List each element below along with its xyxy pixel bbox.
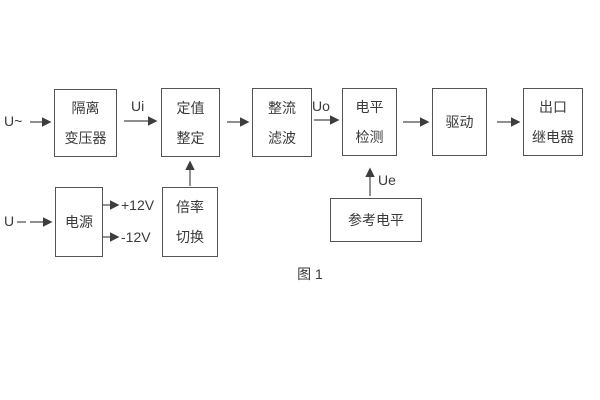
signal-label-udc: U xyxy=(4,213,15,229)
block-output-relay: 出口 继电器 xyxy=(523,88,583,156)
block-reference-level-label: 参考电平 xyxy=(348,212,404,228)
signal-label-ui: Ui xyxy=(131,98,145,114)
block-value-setting: 定值 整定 xyxy=(161,88,220,157)
block-power-supply: 电源 xyxy=(55,187,103,257)
block-value-setting-line2: 整定 xyxy=(176,129,205,146)
block-output-relay-line2: 继电器 xyxy=(532,129,574,145)
signal-label-uo: Uo xyxy=(312,98,330,114)
block-multiplier-switch-line2: 切换 xyxy=(176,229,204,245)
block-multiplier-switch-line1: 倍率 xyxy=(176,199,204,215)
block-isolation-transformer-line1: 隔离 xyxy=(71,100,100,116)
block-drive-label: 驱动 xyxy=(445,114,474,130)
signal-label-minus12v: -12V xyxy=(121,229,151,245)
block-value-setting-line1: 定值 xyxy=(176,99,205,116)
figure-caption: 图 1 xyxy=(297,266,323,282)
block-isolation-transformer: 隔离 变压器 xyxy=(54,89,117,157)
signal-label-uac: U~ xyxy=(4,113,23,129)
block-multiplier-switch: 倍率 切换 xyxy=(162,187,218,257)
block-reference-level: 参考电平 xyxy=(330,198,422,242)
block-drive: 驱动 xyxy=(432,88,487,156)
block-level-detect: 电平 检测 xyxy=(342,88,397,156)
signal-label-plus12v: +12V xyxy=(121,197,155,213)
block-output-relay-line1: 出口 xyxy=(539,99,567,115)
block-power-supply-label: 电源 xyxy=(65,214,93,230)
block-level-detect-line1: 电平 xyxy=(355,99,384,115)
block-rectifier-filter-line2: 滤波 xyxy=(268,129,296,146)
block-level-detect-line2: 检测 xyxy=(355,129,384,145)
block-isolation-transformer-line2: 变压器 xyxy=(64,130,107,146)
block-rectifier-filter: 整流 滤波 xyxy=(252,88,312,157)
signal-label-ue: Ue xyxy=(378,172,396,188)
block-rectifier-filter-line1: 整流 xyxy=(268,99,296,116)
